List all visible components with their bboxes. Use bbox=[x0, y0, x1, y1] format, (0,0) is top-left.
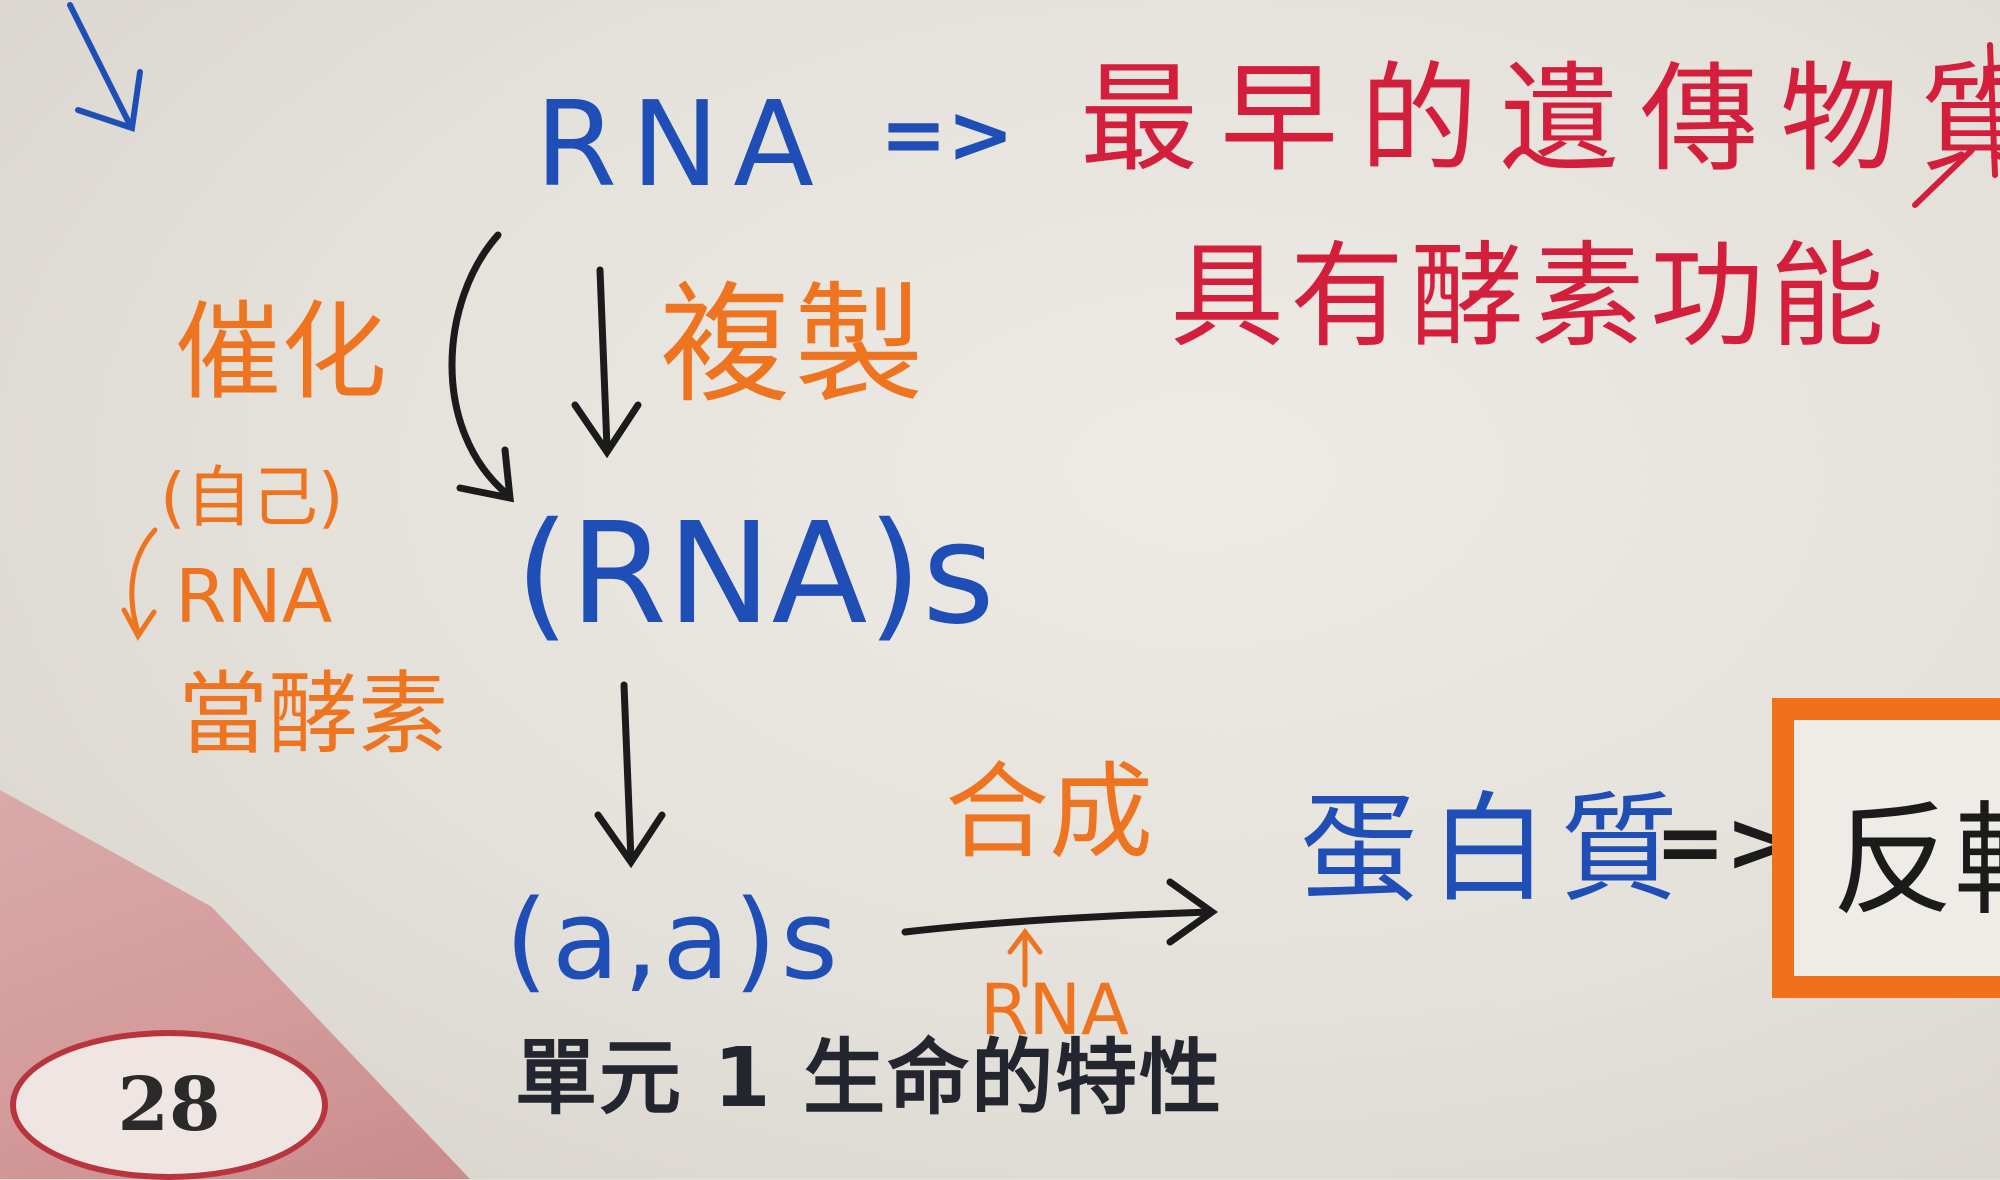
self-label: (自己) bbox=[160, 459, 344, 536]
replicate-down-arrow bbox=[571, 266, 642, 459]
replicate-label: 複製 bbox=[660, 269, 929, 421]
catalyze-label: 催化 bbox=[175, 291, 387, 414]
rna-small-label: RNA bbox=[175, 554, 333, 640]
rna-up-arrow bbox=[1007, 927, 1043, 988]
page-number-oval: 28 bbox=[10, 1030, 328, 1180]
orange-loop-arrow bbox=[121, 527, 158, 641]
enzyme-function: 具有酵素功能 bbox=[1170, 230, 1891, 363]
rna-under-arrow-label: RNA bbox=[980, 969, 1129, 1051]
to-amino-acids-arrow bbox=[594, 681, 666, 869]
synthesis-arrow bbox=[901, 878, 1219, 946]
unit-title: 單元 1 生命的特性 bbox=[515, 1031, 1224, 1126]
rnas-plural: (RNA)s bbox=[515, 493, 995, 656]
as-enzyme-label: 當酵素 bbox=[178, 662, 448, 767]
catalyze-curved-arrow bbox=[448, 231, 514, 503]
amino-acids-plural: (a,a)s bbox=[505, 876, 842, 1004]
rna-heading: RNA bbox=[535, 75, 828, 213]
blue-corner-arrow bbox=[67, 2, 143, 132]
implies-arrow-1: => bbox=[880, 88, 1015, 181]
synthesize-label: 合成 bbox=[945, 751, 1154, 873]
protein-label: 蛋白質 bbox=[1300, 780, 1691, 918]
boxed-result-text: 反轉 bbox=[1832, 790, 2000, 932]
boxed-result: 反轉 bbox=[1772, 698, 2000, 998]
red-edge-stroke bbox=[1912, 42, 1998, 208]
earliest-genetic-material: 最早的遺傳物質 bbox=[1080, 50, 2000, 188]
page-number: 28 bbox=[117, 1062, 221, 1148]
